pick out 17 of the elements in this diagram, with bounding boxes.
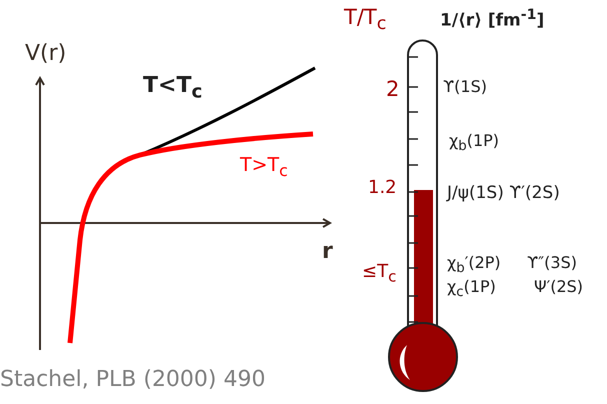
scale-value: ≤T$_{c}$: [362, 262, 396, 286]
particle-label: χ$_{b}$(1P): [449, 132, 500, 155]
particle-label: χ$_{c}$(1P): [447, 278, 496, 301]
curve-label: T>T$_{c}$: [240, 155, 288, 180]
scale-value: 2: [386, 78, 400, 102]
particle-label: J/ψ(1S) ϒ′(2S): [447, 184, 560, 203]
particle-label: χ$_{b}$′(2P): [447, 254, 501, 277]
scale-heading: T/T$_{c}$: [344, 6, 386, 34]
particle-label: ϒ″(3S): [527, 254, 577, 272]
particle-label: ϒ(1S): [443, 78, 487, 96]
scale-value: 1.2: [368, 178, 397, 198]
axis-label: V(r): [25, 42, 66, 66]
axis-label: r: [322, 240, 333, 264]
column-heading: 1/⟨r⟩ [fm$^{-1}$]: [440, 8, 544, 30]
citation: Stachel, PLB (2000) 490: [0, 368, 266, 392]
particle-label: Ψ′(2S): [534, 278, 584, 296]
curve-label: T<T$_{c}$: [143, 74, 202, 103]
